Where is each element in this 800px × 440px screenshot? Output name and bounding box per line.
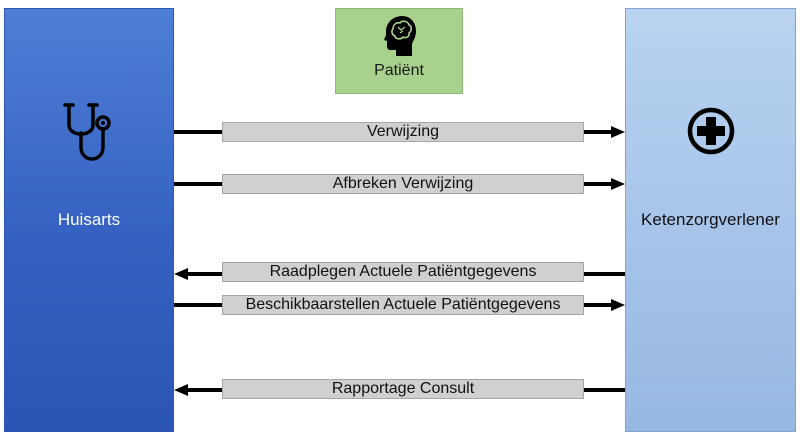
arrow-line-afbreken-right	[584, 182, 612, 186]
brain-head-icon	[384, 16, 416, 56]
arrow-line-raadplegen-right	[584, 272, 625, 276]
message-beschikbaarstellen: Beschikbaarstellen Actuele Patiëntgegeve…	[222, 295, 584, 315]
arrowhead-rapportage	[174, 384, 188, 396]
arrow-line-rapportage-right	[584, 388, 625, 392]
arrow-line-verwijzing-right	[584, 130, 612, 134]
patient-label: Patiënt	[374, 62, 424, 79]
arrowhead-raadplegen	[174, 268, 188, 280]
arrowhead-afbreken	[611, 178, 625, 190]
patient-actor: Patiënt	[335, 8, 463, 94]
arrowhead-beschikbaar	[611, 299, 625, 311]
medical-cross-icon	[687, 107, 735, 155]
arrow-line-beschikbaar-right	[584, 303, 612, 307]
arrow-line-beschikbaar-left	[174, 303, 222, 307]
message-afbreken-verwijzing: Afbreken Verwijzing	[222, 174, 584, 194]
message-rapportage-consult: Rapportage Consult	[222, 379, 584, 399]
huisarts-actor: Huisarts	[4, 8, 174, 432]
arrow-line-afbreken-left	[174, 182, 222, 186]
message-verwijzing: Verwijzing	[222, 122, 584, 142]
arrow-line-verwijzing-left	[174, 130, 222, 134]
message-raadplegen: Raadplegen Actuele Patiëntgegevens	[222, 262, 584, 282]
arrowhead-verwijzing	[611, 126, 625, 138]
arrow-line-raadplegen-left	[187, 272, 222, 276]
arrow-line-rapportage-left	[187, 388, 222, 392]
stethoscope-icon	[63, 103, 111, 161]
huisarts-label: Huisarts	[57, 210, 121, 229]
ketenzorgverlener-label: Ketenzorgverlener	[641, 210, 780, 229]
ketenzorgverlener-actor: Ketenzorgverlener	[625, 8, 796, 432]
